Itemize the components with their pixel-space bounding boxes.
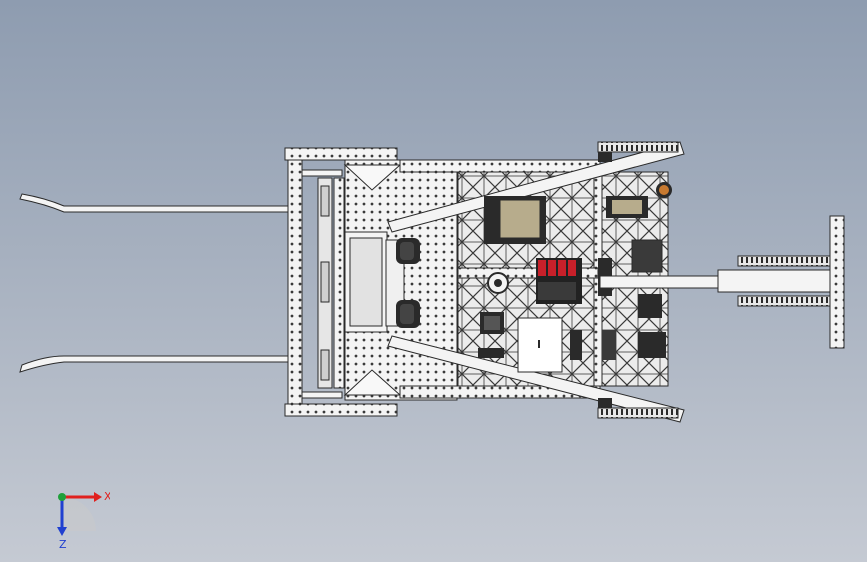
motor-controller-left xyxy=(480,312,504,334)
servo-side-left xyxy=(602,330,616,360)
lift-mechanism xyxy=(344,231,405,333)
servo-side-right xyxy=(570,330,582,360)
orange-bearing xyxy=(656,182,672,198)
wheel-module xyxy=(487,272,509,294)
front-fork-frame xyxy=(287,159,345,409)
bottom-rail xyxy=(284,403,398,417)
x-axis-arrowhead xyxy=(94,492,102,502)
x-axis-label: X xyxy=(104,490,110,503)
servo-module-bottom xyxy=(638,332,666,358)
y-axis-dot xyxy=(58,493,66,501)
triad-plane xyxy=(62,497,96,531)
servo-module-top xyxy=(606,196,648,218)
control-hub xyxy=(517,317,563,373)
motor-controller-small xyxy=(478,348,504,358)
z-axis-label: Z xyxy=(59,538,67,550)
servo-module-mid xyxy=(631,239,663,273)
bottom-chain-sprocket xyxy=(597,398,679,419)
rear-vertical-bar xyxy=(829,215,845,349)
motor-top xyxy=(396,238,420,264)
diagonal-brace-top xyxy=(387,141,685,233)
z-axis-arrowhead xyxy=(57,527,67,536)
battery-module xyxy=(484,196,546,244)
servo-module-low xyxy=(638,294,662,318)
red-connector-block xyxy=(536,258,582,304)
fork-tine-top xyxy=(19,193,291,213)
motor-bottom xyxy=(396,300,420,328)
axis-triad: X Z xyxy=(57,490,110,550)
top-chain-sprocket xyxy=(597,141,679,162)
top-rail xyxy=(284,147,398,161)
fork-tine-bottom xyxy=(19,355,291,373)
